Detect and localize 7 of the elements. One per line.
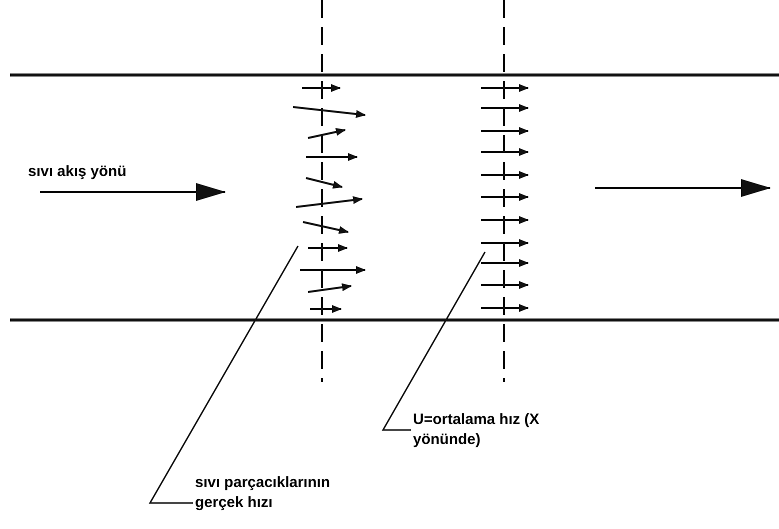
- velocity-vectors-drawing: [481, 84, 529, 312]
- velocity-vectors-drawing: [292, 84, 366, 313]
- flow-direction-label: sıvı akış yönü: [28, 162, 126, 182]
- callout-text: sıvı parçacıklarının gerçek hızı: [195, 473, 375, 513]
- leader-line: [382, 252, 486, 431]
- leader-line: [148, 246, 299, 504]
- callout-text: U=ortalama hız (X yönünde): [413, 410, 548, 450]
